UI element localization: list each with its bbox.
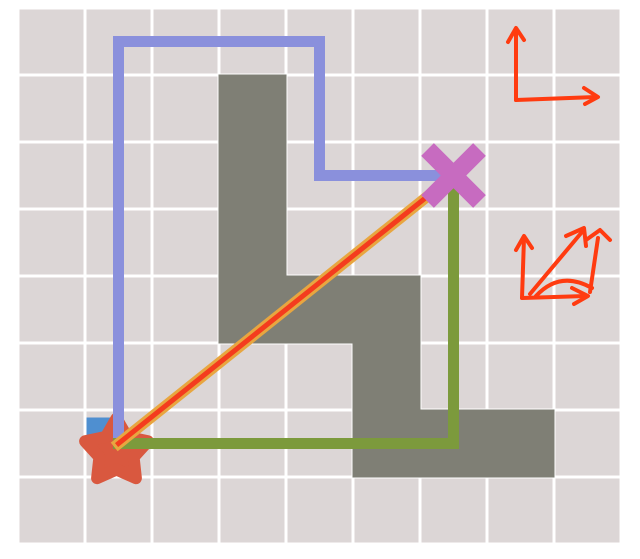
- grid-cell: [488, 9, 553, 74]
- candidate-paths: [110, 36, 462, 452]
- straight-path: [114, 171, 458, 448]
- grid-cell: [555, 277, 620, 342]
- obstacle-cell: [218, 74, 287, 143]
- grid-cell: [354, 478, 419, 543]
- grid-cell: [421, 9, 486, 74]
- triangle-vector-sketch-icon: [514, 226, 612, 306]
- grid-cell: [153, 210, 218, 275]
- obstacle-cell: [486, 409, 555, 478]
- obstacle-cell: [352, 275, 421, 344]
- grid-cell: [19, 143, 84, 208]
- grid-cell: [488, 478, 553, 543]
- grid-cell: [555, 411, 620, 476]
- grid-cell: [19, 76, 84, 141]
- obstacle-cell: [352, 342, 421, 411]
- grid-cell: [86, 478, 151, 543]
- grid-cell: [19, 411, 84, 476]
- grid-cell: [488, 143, 553, 208]
- grid-cell: [287, 344, 352, 409]
- cross-icon-arm: [421, 143, 486, 208]
- grid-cell: [354, 76, 419, 141]
- grid-cell: [421, 76, 486, 141]
- grid-cell: [19, 210, 84, 275]
- grid-cell: [19, 478, 84, 543]
- green-path: [113, 170, 459, 449]
- grid-cell: [153, 143, 218, 208]
- grid-cell: [555, 344, 620, 409]
- goal-marker: [421, 143, 486, 208]
- grid-cell: [220, 478, 285, 543]
- grid-cell: [488, 76, 553, 141]
- obstacle-cell: [218, 208, 287, 277]
- grid-cell: [488, 344, 553, 409]
- grid-cell: [354, 9, 419, 74]
- grid-cell: [19, 9, 84, 74]
- obstacle-blocks: [218, 74, 555, 478]
- grid-cell: [19, 344, 84, 409]
- grid-cell: [555, 9, 620, 74]
- grid-cell: [153, 76, 218, 141]
- grid-cell: [555, 143, 620, 208]
- grid-cell: [153, 478, 218, 543]
- purple-path: [113, 36, 459, 449]
- grid-cell: [555, 76, 620, 141]
- grid-cell: [19, 277, 84, 342]
- obstacle-cell: [218, 141, 287, 210]
- grid-cell: [287, 478, 352, 543]
- grid-cell: [555, 478, 620, 543]
- grid-cell: [153, 277, 218, 342]
- grid-cell: [421, 478, 486, 543]
- axes-arrows-icon: [506, 26, 600, 106]
